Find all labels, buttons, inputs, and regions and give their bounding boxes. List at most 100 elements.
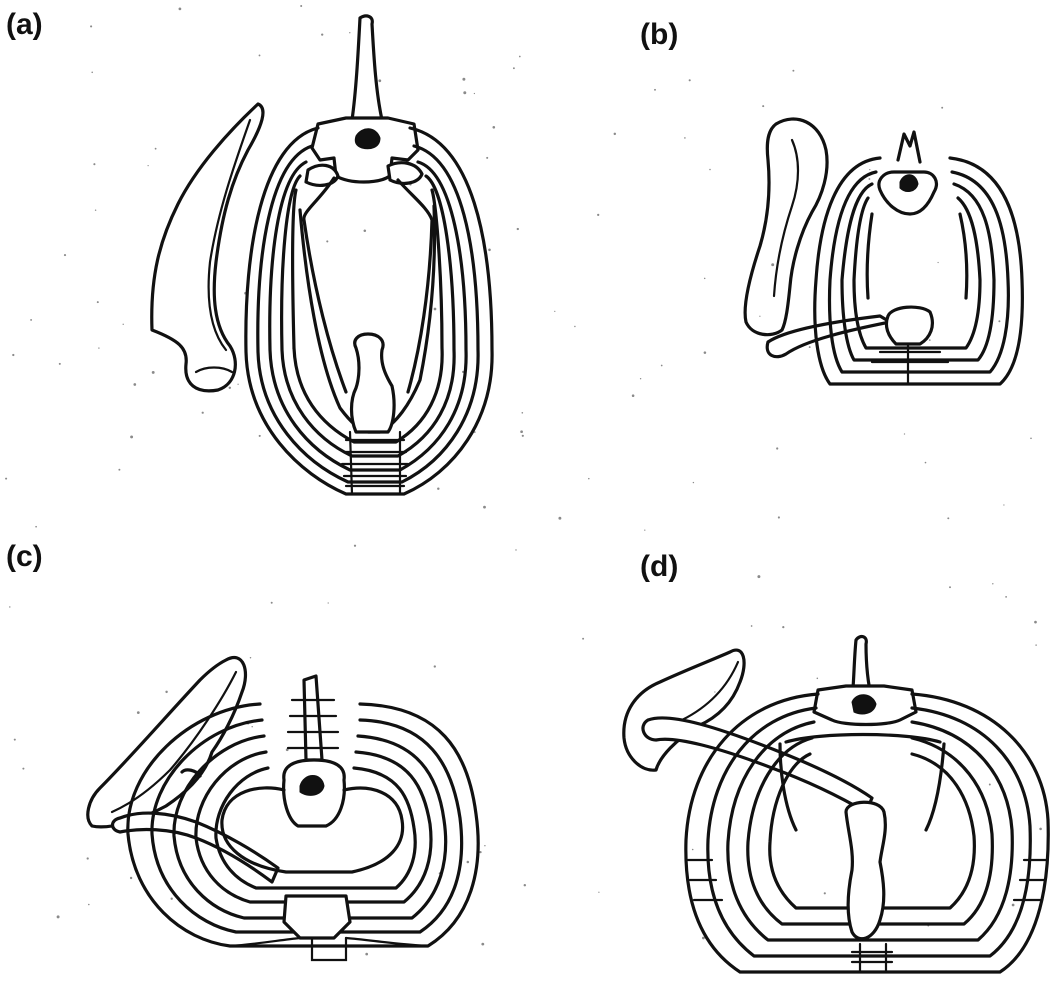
paper-speck	[782, 626, 784, 628]
paper-speck	[522, 412, 524, 414]
paper-speck	[554, 311, 555, 312]
panel-d-spinal-canal	[852, 695, 876, 714]
paper-speck	[1005, 596, 1007, 598]
paper-speck	[321, 33, 323, 35]
paper-speck	[64, 254, 66, 256]
paper-speck	[661, 365, 663, 367]
paper-speck	[22, 768, 24, 770]
paper-speck	[98, 347, 99, 348]
paper-speck	[1035, 644, 1036, 645]
paper-speck	[95, 209, 96, 210]
panel-c-drawing	[88, 658, 478, 960]
paper-speck	[644, 529, 645, 530]
paper-speck	[762, 105, 764, 107]
paper-speck	[759, 316, 760, 317]
paper-speck	[90, 25, 92, 27]
paper-speck	[148, 165, 149, 166]
paper-speck	[474, 93, 475, 94]
paper-speck	[479, 851, 481, 853]
paper-speck	[87, 857, 89, 859]
paper-speck	[925, 462, 927, 464]
paper-speck	[462, 78, 465, 81]
paper-speck	[1030, 437, 1032, 439]
paper-speck	[467, 861, 470, 864]
paper-speck	[515, 549, 516, 550]
paper-speck	[1034, 621, 1037, 624]
paper-speck	[237, 384, 238, 385]
paper-speck	[97, 301, 99, 303]
paper-speck	[155, 148, 157, 150]
paper-speck	[229, 387, 231, 389]
panel-c-scapula	[88, 658, 246, 827]
paper-speck	[771, 263, 774, 266]
paper-speck	[937, 262, 938, 263]
panel-d-drawing	[624, 637, 1048, 972]
paper-speck	[692, 849, 694, 851]
paper-speck	[949, 586, 951, 588]
paper-speck	[165, 691, 167, 693]
paper-speck	[179, 8, 182, 11]
paper-speck	[998, 320, 1000, 322]
paper-speck	[91, 72, 93, 74]
paper-speck	[349, 32, 350, 33]
paper-speck	[574, 326, 575, 327]
panel-d-sternum	[846, 802, 885, 939]
paper-speck	[654, 89, 656, 91]
paper-speck	[1039, 828, 1042, 831]
panel-a-spinal-canal	[355, 129, 380, 149]
paper-speck	[57, 915, 60, 918]
paper-speck	[481, 943, 484, 946]
panel-label-a: (a)	[6, 8, 43, 42]
paper-speck	[817, 678, 819, 680]
panel-a-spinous-process	[352, 16, 382, 120]
paper-speck	[354, 545, 356, 547]
panel-b-drawing	[745, 119, 1022, 384]
panel-label-b: (b)	[640, 18, 678, 52]
paper-speck	[271, 602, 273, 604]
paper-speck	[378, 79, 381, 82]
paper-speck	[483, 506, 486, 509]
paper-speck	[463, 91, 466, 94]
paper-speck	[704, 351, 707, 354]
paper-speck	[123, 324, 124, 325]
paper-speck	[434, 308, 437, 311]
paper-speck	[437, 487, 439, 489]
paper-speck	[704, 278, 706, 280]
paper-speck	[929, 339, 931, 341]
paper-speck	[598, 892, 599, 893]
paper-speck	[133, 383, 136, 386]
panel-label-c: (c)	[6, 540, 43, 574]
paper-speck	[693, 482, 694, 483]
paper-speck	[202, 412, 204, 414]
paper-speck	[259, 54, 261, 56]
paper-speck	[9, 606, 10, 607]
paper-speck	[488, 249, 491, 252]
paper-speck	[640, 378, 641, 379]
paper-speck	[689, 79, 691, 81]
paper-speck	[59, 363, 61, 365]
paper-speck	[558, 517, 561, 520]
paper-speck	[632, 394, 635, 397]
paper-speck	[614, 133, 616, 135]
paper-speck	[30, 319, 32, 321]
paper-speck	[778, 516, 780, 518]
paper-speck	[35, 526, 37, 528]
paper-speck	[130, 877, 132, 879]
paper-speck	[152, 371, 155, 374]
paper-speck	[5, 478, 7, 480]
paper-speck	[93, 163, 95, 165]
paper-speck	[364, 230, 367, 233]
paper-speck	[328, 602, 329, 603]
paper-speck	[492, 126, 495, 129]
panel-b-sternum	[886, 307, 932, 344]
panel-c-sternum	[284, 896, 350, 938]
paper-speck	[824, 892, 826, 894]
paper-speck	[869, 169, 870, 170]
paper-speck	[484, 845, 485, 846]
paper-speck	[904, 433, 905, 434]
paper-speck	[171, 898, 173, 900]
panel-label-d: (d)	[640, 550, 678, 584]
panel-b-rib-5	[867, 214, 967, 298]
